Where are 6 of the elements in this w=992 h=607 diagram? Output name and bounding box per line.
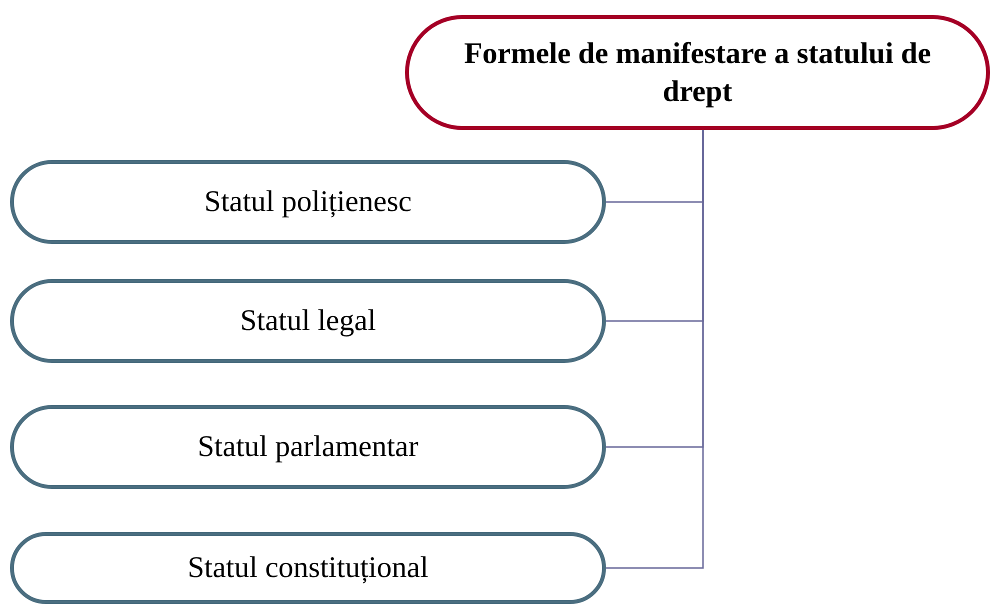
label-text: Statul parlamentar [198, 429, 418, 465]
connector-line [606, 130, 704, 569]
label-text: Statul polițienesc [204, 184, 412, 220]
label-text: Statul constituțional [188, 550, 428, 586]
heading-text: Formele de manifestare a statului de drept [463, 36, 932, 110]
label-text: Statul legal [240, 303, 376, 339]
